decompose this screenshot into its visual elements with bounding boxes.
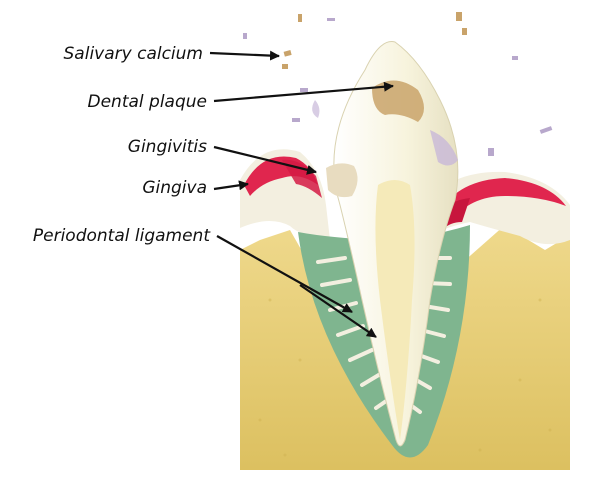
label-periodontal-ligament: Periodontal ligament — [33, 226, 211, 246]
label-salivary-calcium: Salivary calcium — [64, 44, 203, 64]
label-dental-plaque: Dental plaque — [88, 92, 208, 112]
labels: Salivary calcium Dental plaque Gingiviti… — [33, 44, 211, 246]
label-gingivitis: Gingivitis — [128, 137, 207, 157]
label-gingiva: Gingiva — [142, 178, 207, 198]
arrow-salivary-calcium — [210, 53, 279, 56]
